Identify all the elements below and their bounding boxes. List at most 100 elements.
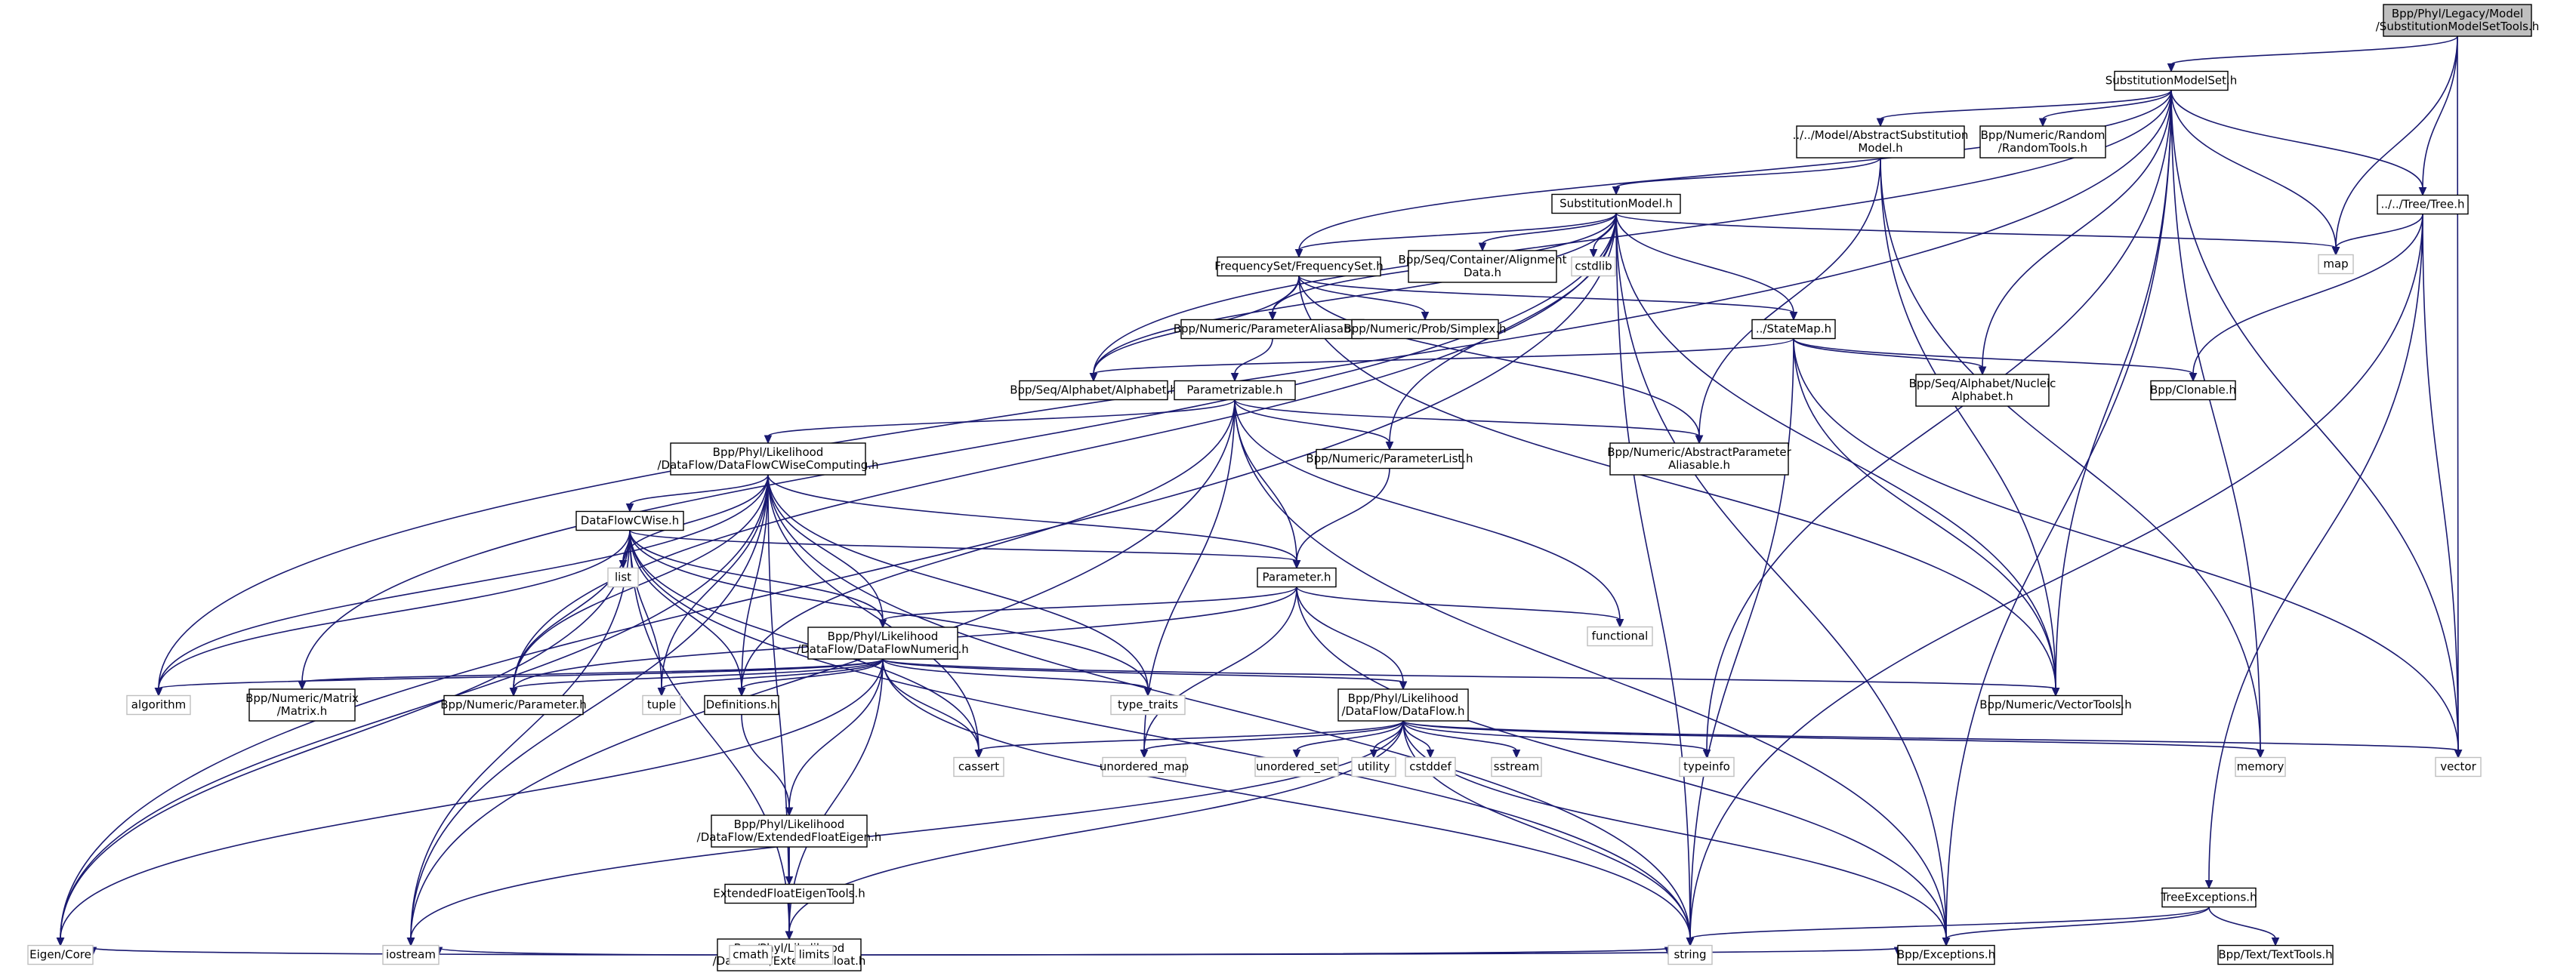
node-box[interactable] — [807, 627, 958, 660]
node-box[interactable] — [2114, 70, 2229, 91]
node-label: ExtendedFloatEigenTools.h — [713, 887, 865, 901]
edge-dfcw_comp-to-parameter — [767, 474, 1297, 562]
node-alphabet[interactable]: Bpp/Seq/Alphabet/Alphabet.h — [1010, 380, 1177, 401]
edge-dataflow-to-sstream — [1402, 720, 1517, 751]
node-efeigen[interactable]: Bpp/Phyl/Likelihood/DataFlow/ExtendedFlo… — [697, 814, 882, 848]
node-sms[interactable]: SubstitutionModelSet.h — [2106, 70, 2237, 91]
node-box[interactable] — [443, 694, 584, 716]
edge-dfcw-to-algorithm — [158, 530, 631, 689]
node-box[interactable] — [1316, 448, 1464, 470]
arrowhead — [785, 931, 794, 941]
node-box[interactable] — [724, 883, 854, 904]
node-box[interactable] — [1019, 380, 1168, 401]
node-box — [794, 944, 834, 965]
arrowhead — [2051, 688, 2060, 697]
arrowhead — [2256, 750, 2265, 759]
edge-dfcw_comp-to-dfnum — [767, 474, 884, 621]
node-dataflow[interactable]: Bpp/Phyl/Likelihood/DataFlow/DataFlow.h — [1337, 688, 1469, 722]
node-cmath: cmath — [729, 944, 773, 965]
node-simplex[interactable]: Bpp/Numeric/Prob/Simplex.h — [1344, 319, 1507, 340]
node-label: string — [1674, 948, 1706, 962]
node-box[interactable] — [2377, 194, 2469, 215]
node-box[interactable] — [2383, 4, 2532, 37]
edge-statemap-to-clonable — [1793, 337, 2194, 375]
node-root[interactable]: Bpp/Phyl/Legacy/Model/SubstitutionModelS… — [2376, 4, 2539, 37]
node-rnd[interactable]: Bpp/Numeric/Random/RandomTools.h — [1979, 125, 2106, 159]
node-box[interactable] — [704, 694, 779, 716]
node-efeigentools[interactable]: ExtendedFloatEigenTools.h — [713, 883, 865, 904]
node-box[interactable] — [248, 688, 356, 722]
node-box[interactable] — [1796, 125, 1965, 159]
node-box[interactable] — [1551, 193, 1681, 214]
node-box[interactable] — [1217, 256, 1381, 277]
node-box[interactable] — [1180, 319, 1365, 340]
arrowhead — [1978, 366, 1987, 376]
node-box[interactable] — [1915, 374, 2050, 407]
node-box[interactable] — [1988, 694, 2123, 716]
node-list: list — [607, 567, 639, 588]
arrowhead — [2189, 373, 2198, 382]
node-box[interactable] — [711, 814, 868, 848]
arrowhead — [1512, 750, 1521, 759]
edge-tree-to-clonable — [2192, 214, 2423, 374]
node-parametrizable[interactable]: Parametrizable.h — [1174, 380, 1296, 401]
node-matrix[interactable]: Bpp/Numeric/Matrix/Matrix.h — [245, 688, 359, 722]
node-freq[interactable]: FrequencySet/FrequencySet.h — [1214, 256, 1384, 277]
node-box[interactable] — [2161, 887, 2257, 908]
node-box — [382, 944, 440, 965]
node-label: unordered_set — [1256, 760, 1337, 774]
node-vectortools[interactable]: Bpp/Numeric/VectorTools.h — [1979, 694, 2132, 716]
node-texttools[interactable]: Bpp/Text/TextTools.h — [2217, 944, 2334, 965]
node-pal[interactable]: Bpp/Numeric/ParameterAliasable.h — [1174, 319, 1372, 340]
node-box[interactable] — [1979, 125, 2106, 159]
node-dfnum[interactable]: Bpp/Phyl/Likelihood/DataFlow/DataFlowNum… — [797, 627, 969, 660]
node-box[interactable] — [1897, 944, 1995, 965]
node-plist[interactable]: Bpp/Numeric/ParameterList.h — [1306, 448, 1473, 470]
node-label: typeinfo — [1683, 760, 1730, 774]
node-treeexc[interactable]: TreeExceptions.h — [2160, 887, 2257, 908]
node-vector: vector — [2435, 756, 2482, 777]
node-exceptions[interactable]: Bpp/Exceptions.h — [1897, 944, 1995, 965]
edge-tree-to-map — [2335, 214, 2423, 248]
edge-dfcw_comp-to-iostream — [410, 474, 769, 939]
node-box[interactable] — [670, 442, 866, 476]
edge-dfcw_comp-to-definitions — [741, 474, 769, 689]
node-clonable[interactable]: Bpp/Clonable.h — [2150, 380, 2236, 401]
node-box[interactable] — [2150, 380, 2236, 401]
node-tree[interactable]: ../../Tree/Tree.h — [2377, 194, 2469, 215]
node-box[interactable] — [2217, 944, 2334, 965]
node-statemap[interactable]: ../StateMap.h — [1751, 319, 1836, 340]
node-label: tuple — [647, 698, 676, 712]
node-box[interactable] — [1751, 319, 1836, 340]
node-label: Parameter.h — [1263, 571, 1331, 584]
edge-root-to-sms — [2170, 35, 2458, 66]
node-definitions[interactable]: Definitions.h — [704, 694, 779, 716]
arrowhead — [785, 807, 794, 817]
node-label: Alphabet.h — [1951, 390, 2013, 403]
node-dfcw_comp[interactable]: Bpp/Phyl/Likelihood/DataFlow/DataFlowCWi… — [657, 442, 879, 476]
edge-dfnum-to-numparam — [513, 658, 884, 690]
edge-dfnum-to-definitions — [741, 658, 884, 690]
node-box[interactable] — [1351, 319, 1499, 340]
node-box[interactable] — [1257, 567, 1337, 588]
node-box[interactable] — [1174, 380, 1296, 401]
node-box — [642, 694, 681, 716]
node-numparam[interactable]: Bpp/Numeric/Parameter.h — [440, 694, 587, 716]
arrowhead — [1615, 619, 1624, 628]
node-box[interactable] — [1337, 688, 1469, 722]
node-box — [1679, 756, 1735, 777]
node-label: Bpp/Numeric/Parameter.h — [440, 698, 587, 712]
node-parameter[interactable]: Parameter.h — [1257, 567, 1337, 588]
node-dfcw[interactable]: DataFlowCWise.h — [575, 510, 684, 531]
node-box[interactable] — [1408, 250, 1557, 283]
node-box[interactable] — [1609, 442, 1789, 476]
node-sm[interactable]: SubstitutionModel.h — [1551, 193, 1681, 214]
node-box[interactable] — [575, 510, 684, 531]
edge-sms-to-map — [2170, 90, 2337, 248]
node-label: Bpp/Numeric/Prob/Simplex.h — [1344, 322, 1506, 336]
node-label: iostream — [386, 948, 436, 962]
